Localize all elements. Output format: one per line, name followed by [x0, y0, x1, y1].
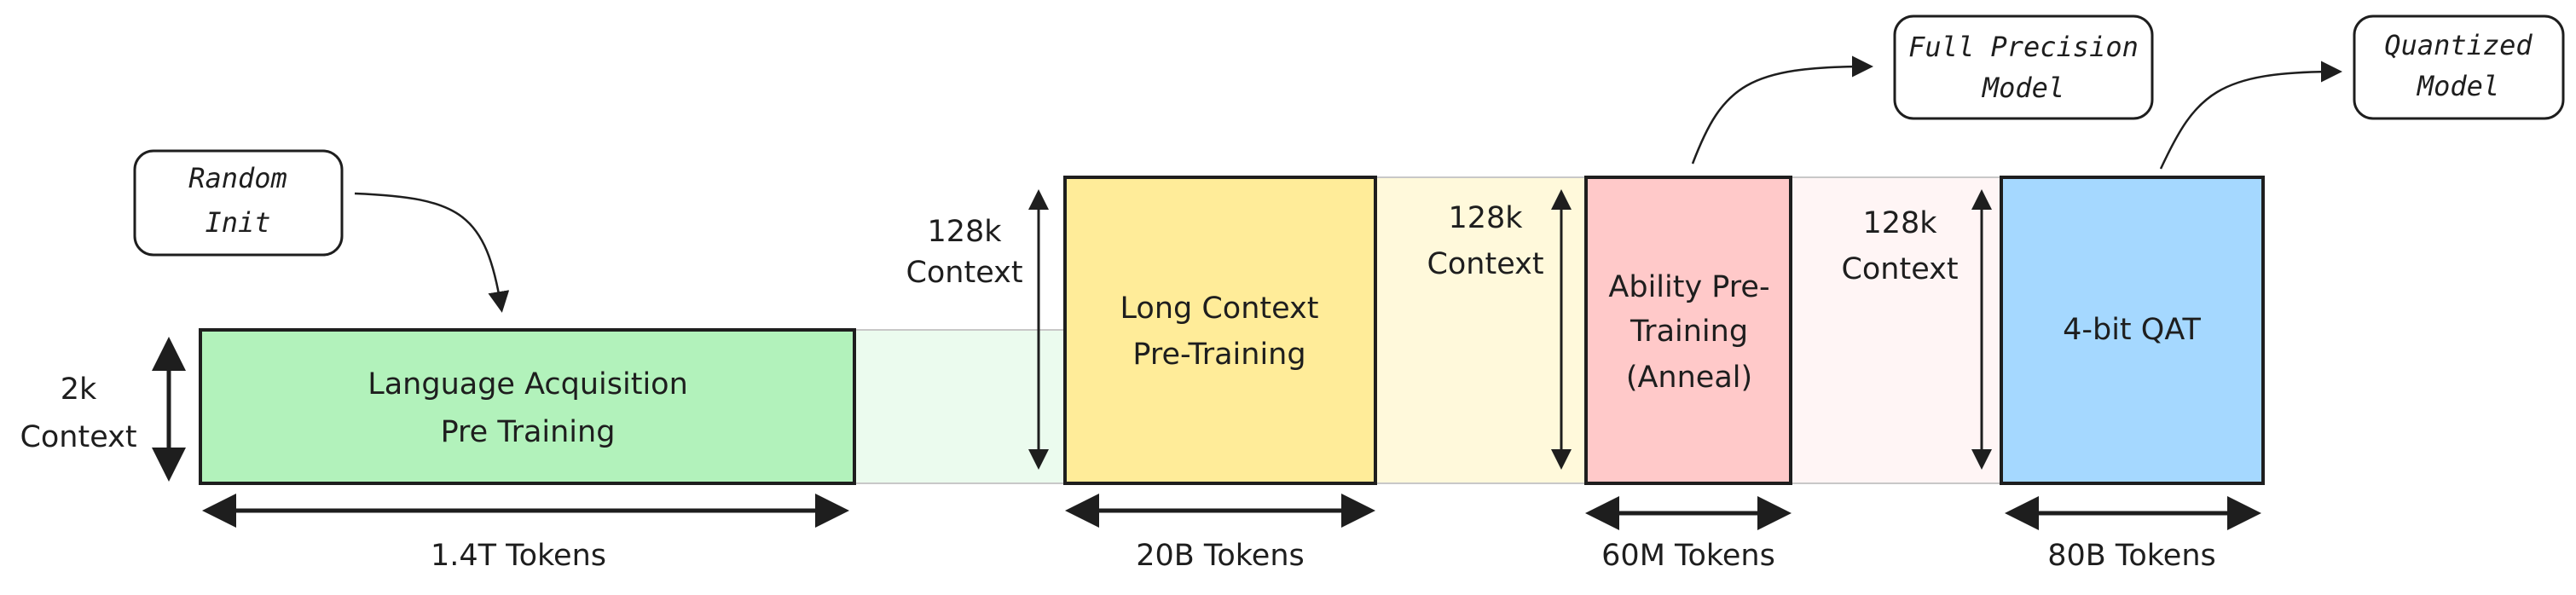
quantized-note	[2353, 14, 2565, 120]
long-context-band	[1375, 176, 1587, 484]
note-text: Random	[188, 162, 287, 194]
full-precision-note	[1893, 14, 2154, 120]
curved-arrow-icon	[2159, 61, 2342, 170]
curved-arrow-icon	[1691, 55, 1873, 165]
stage-label: (Anneal)	[1626, 361, 1752, 395]
language-band	[854, 329, 1066, 484]
stage-label: Pre-Training	[1132, 338, 1305, 372]
note-text: Init	[205, 206, 270, 239]
context-label: Context	[906, 256, 1022, 290]
token-label: 20B Tokens	[1136, 539, 1305, 573]
stage-label: Pre Training	[441, 415, 616, 449]
note-text: Quantized	[2384, 29, 2533, 61]
qat-box	[2000, 176, 2265, 485]
ability-pretraining-box	[1584, 176, 1792, 485]
ability-band	[1790, 176, 2002, 484]
stage-label: Ability Pre-	[1608, 270, 1769, 304]
random-init-note	[133, 149, 344, 257]
note-text: Full Precision	[1908, 31, 2139, 63]
context-label: 128k	[927, 215, 1002, 249]
context-label: 128k	[1448, 201, 1523, 235]
context-label: Context	[1427, 247, 1543, 281]
context-label: Context	[20, 420, 136, 454]
note-text: Model	[2417, 70, 2499, 102]
note-text: Model	[1982, 72, 2064, 104]
token-label: 1.4T Tokens	[431, 539, 606, 573]
stage-label: Training	[1630, 315, 1748, 349]
stage-label: Language Acquisition	[368, 367, 688, 401]
stage-label: Long Context	[1120, 292, 1319, 326]
context-label: 2k	[61, 373, 97, 407]
language-acquisition-box	[199, 328, 856, 485]
context-label: 128k	[1862, 206, 1937, 240]
token-label: 80B Tokens	[2047, 539, 2216, 573]
curved-arrow-icon	[354, 192, 510, 313]
stage-label: 4-bit QAT	[2063, 313, 2201, 347]
long-context-box	[1063, 176, 1377, 485]
token-label: 60M Tokens	[1601, 539, 1775, 573]
context-label: Context	[1841, 252, 1958, 286]
